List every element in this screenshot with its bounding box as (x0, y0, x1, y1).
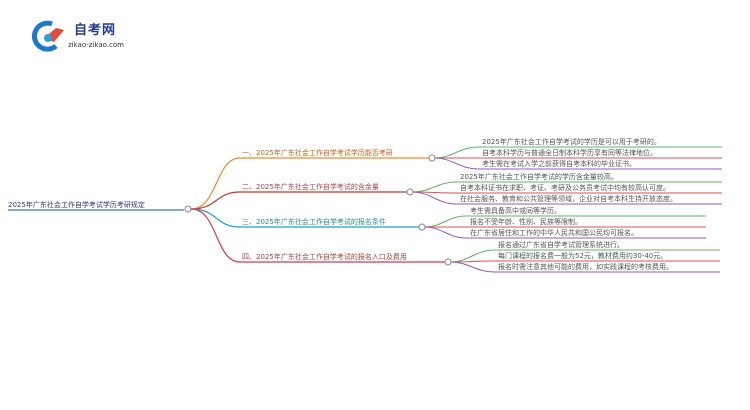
leaf-4-3-curve (450, 261, 495, 273)
logo-icon (32, 20, 64, 52)
leaf-2-1-curve (412, 181, 457, 193)
branch-3-dot (418, 223, 426, 231)
branch-1-dot (428, 154, 436, 162)
branch-3-curve (190, 208, 241, 228)
leaf-1-1: 2025年广东社会工作自学考试的学历是可以用于考研的。 (482, 138, 661, 146)
branch-3-label[interactable]: 三、2025年广东社会工作自学考试的报名条件 (242, 218, 386, 226)
leaf-4-1: 报名通过广东省自学考试管理系统进行。 (498, 241, 624, 249)
leaf-2-1: 2025年广东社会工作自学考试的学历含金量较高。 (460, 173, 618, 181)
branch-2-curve (190, 191, 241, 210)
branch-2-dot (406, 188, 414, 196)
branch-2-label[interactable]: 二、2025年广东社会工作自学考试的含金量 (242, 183, 379, 191)
leaf-3-3: 在广东省居住和工作的中华人民共和国公民均可报名。 (470, 229, 638, 237)
branch-1-label[interactable]: 一、2025年广东社会工作自学考试学历能否考研 (242, 149, 393, 157)
site-logo[interactable]: 自考网 zikao-zikao.com (30, 17, 170, 57)
leaf-2-2: 自考本科证书在求职、考证、考研及公务员考试中均有较高认可度。 (460, 184, 670, 192)
leaf-1-3-curve (434, 157, 479, 170)
leaf-4-2: 每门课程的报名费一般为52元，教材费用约30-40元。 (498, 252, 668, 260)
logo-title: 自考网 (74, 23, 117, 38)
branch-1-curve (190, 157, 241, 210)
leaf-3-1-curve (424, 215, 467, 228)
leaf-4-3: 报名时需注意其他可能的费用，如实践课程的考核费用。 (498, 263, 673, 271)
leaf-1-2: 自考本科学历与普通全日制本科学历享有同等法律地位。 (482, 149, 657, 157)
branch-4-curve (190, 208, 241, 263)
leaf-3-3-curve (424, 226, 467, 239)
logo-url: zikao-zikao.com (68, 41, 124, 49)
branch-4-label[interactable]: 四、2025年广东社会工作自学考试的报名入口及费用 (242, 253, 407, 261)
leaf-2-3-curve (412, 191, 457, 205)
leaf-4-1-curve (450, 249, 495, 263)
branch-4-dot (444, 258, 452, 266)
leaf-3-2: 报名不受年龄、性别、民族等限制。 (470, 218, 582, 226)
mindmap-root[interactable]: 2025年广东社会工作自学考试学历考研规定 (8, 201, 145, 209)
leaf-3-1: 考生需具备高中或同等学历。 (470, 207, 561, 215)
leaf-2-3: 在社会服务、教育和公共管理等领域，企业对自考本科生持开放态度。 (460, 195, 677, 203)
root-node-dot (184, 205, 192, 213)
leaf-1-1-curve (434, 146, 479, 159)
leaf-1-3: 考生需在考试入学之前获得自考本科的毕业证书。 (482, 160, 636, 168)
